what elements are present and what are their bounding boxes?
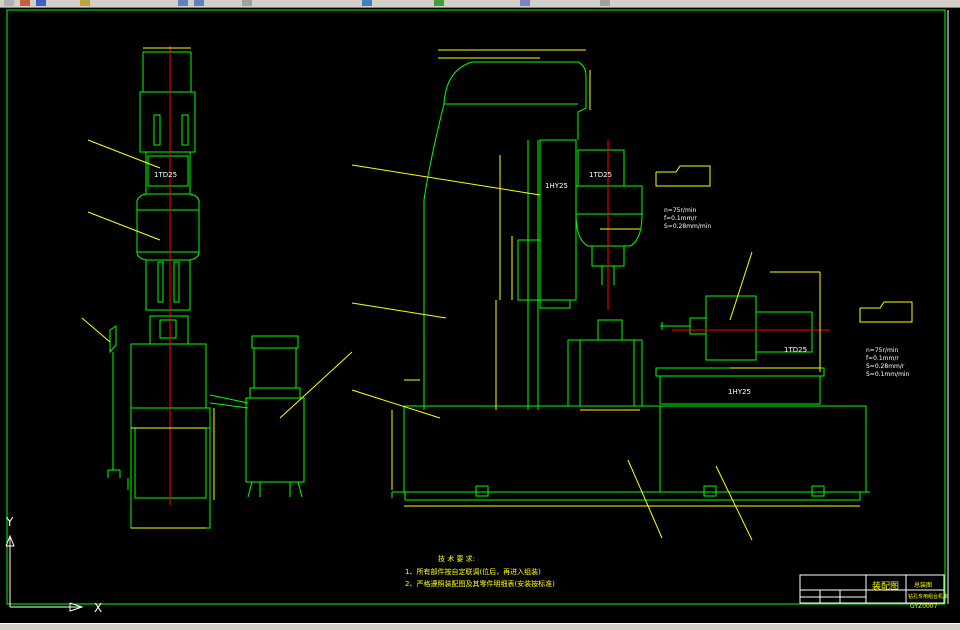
annotations: n=75r/min f=0.1mm/r S=0.28mm/min n=75r/m… (664, 207, 910, 378)
tech-req-line-1: 1、所有部件按自定联调(位后，再进入组装) (405, 567, 541, 576)
new-icon[interactable] (4, 0, 14, 6)
copy-icon[interactable] (194, 0, 204, 6)
leader-lines (81, 139, 753, 541)
toolbar (0, 0, 960, 8)
coolant-tank (245, 335, 305, 498)
machine-base (391, 405, 870, 501)
tech-req-line-2: 2、严格遵照装配图及其零件明细表(安装按标准) (405, 579, 555, 588)
component-labels: 1TD25 1TD25 1TD25 1HY25 1HY25 (154, 171, 807, 396)
drawing-canvas[interactable]: n=75r/min f=0.1mm/r S=0.28mm/min n=75r/m… (0, 7, 960, 623)
spec-note-3: S=0.28mm/min (664, 223, 711, 230)
drawing-name: 装配图 (872, 580, 899, 592)
status-bar (0, 623, 960, 630)
horizontal-slide-label: 1HY25 (728, 388, 751, 396)
save-icon[interactable] (36, 0, 46, 6)
undo-icon[interactable] (362, 0, 372, 6)
ucs-y-label: Y (5, 515, 14, 529)
fixture (567, 319, 643, 407)
spec-note-1: n=75r/min (664, 207, 696, 214)
zoom-icon[interactable] (434, 0, 444, 6)
paste-icon[interactable] (242, 0, 252, 6)
company-name: 总装图 (914, 581, 932, 589)
cut-icon[interactable] (178, 0, 188, 6)
dimensions (131, 47, 860, 529)
left-motor-label: 1TD25 (154, 171, 177, 179)
right-motor-label: 1TD25 (784, 346, 807, 354)
title-block: 装配图 总装图 钻孔专用组合机床 GYZ0007 (799, 574, 948, 610)
spec-note-2: f=0.1mm/r (664, 215, 697, 222)
balloon-labels (655, 165, 913, 323)
open-icon[interactable] (20, 0, 30, 6)
drawing-number: GYZ0007 (910, 603, 938, 610)
properties-icon[interactable] (600, 0, 610, 6)
spec-note-6: S=0.28mm/r (866, 363, 905, 370)
tech-req-title: 技 术 要 求: (438, 554, 475, 563)
drawing-frame (6, 9, 949, 605)
ucs-icon: Y X (5, 515, 102, 615)
centerlines (607, 140, 830, 331)
spec-note-5: f=0.1mm/r (866, 355, 899, 362)
head-motor-label: 1TD25 (589, 171, 612, 179)
pan-icon[interactable] (520, 0, 530, 6)
drilling-head (517, 139, 643, 309)
ucs-x-label: X (94, 601, 102, 615)
left-side-view (107, 51, 249, 529)
tech-requirements: 技 术 要 求: 1、所有部件按自定联调(位后，再进入组装) 2、严格遵照装配图… (405, 554, 555, 588)
print-icon[interactable] (80, 0, 90, 6)
drawing-subtitle: 钻孔专用组合机床 (908, 593, 948, 600)
spec-note-4: n=75r/min (866, 347, 898, 354)
spec-note-7: S=0.1mm/min (866, 371, 910, 378)
column (423, 61, 587, 410)
vertical-slide-label: 1HY25 (545, 182, 568, 190)
